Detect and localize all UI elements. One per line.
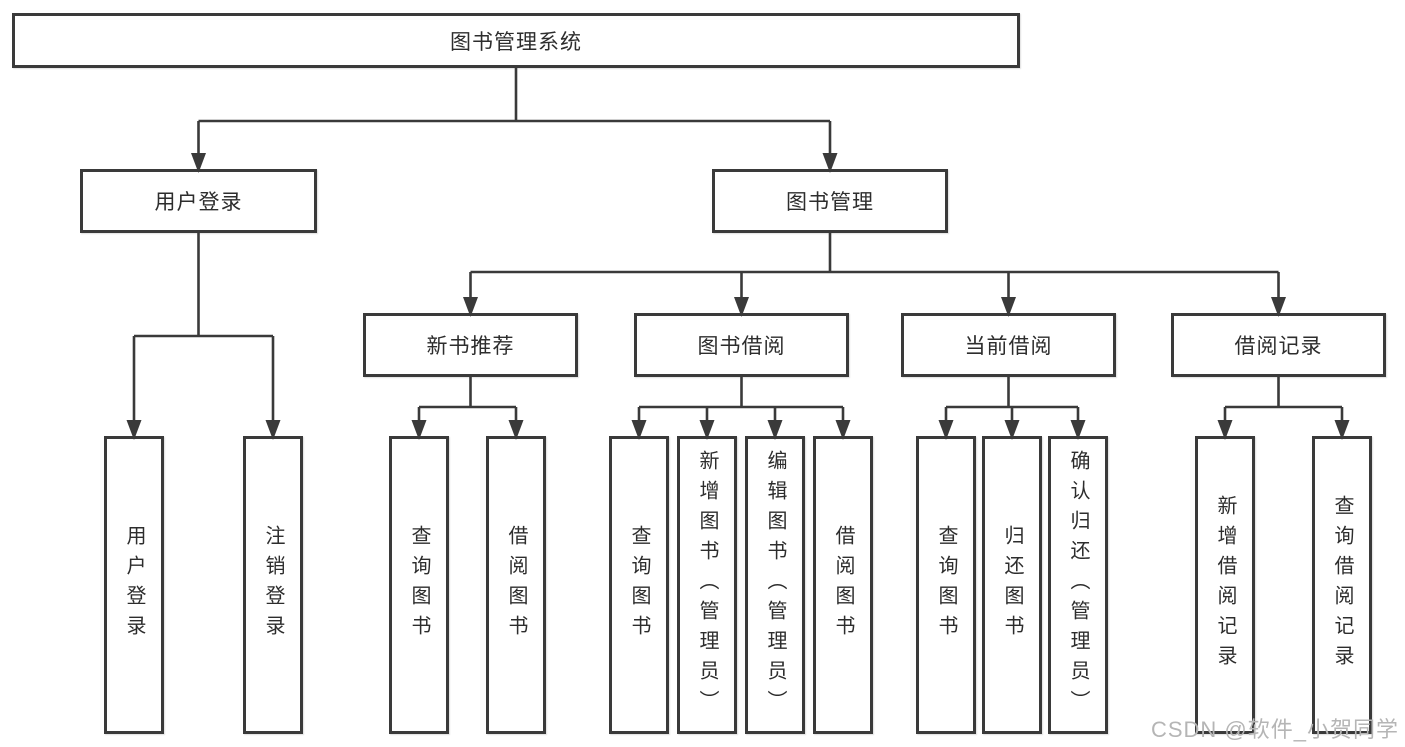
borrow-books-action-label: 借阅图书 [832,525,854,645]
borrowing-records-node: 借阅记录 [1171,313,1386,377]
connector-group-book-management [463,233,1286,317]
return-book-label: 归还图书 [1001,525,1023,645]
add-book-admin-label: 新增图书（管理员） [696,450,718,720]
current-borrowing-node: 当前借阅 [901,313,1116,377]
add-borrow-record-label: 新增借阅记录 [1214,495,1236,675]
new-book-recommendation-node: 新书推荐 [363,313,578,377]
book-borrowing-node: 图书借阅 [634,313,849,377]
borrow-books-rec-node: 借阅图书 [486,436,546,734]
query-borrow-record-label: 查询借阅记录 [1331,495,1353,675]
user-login-label: 用户登录 [154,191,243,214]
library-management-system-label: 图书管理系统 [450,30,582,54]
query-books-rec-node: 查询图书 [389,436,449,734]
user-login-action-node: 用户登录 [104,436,164,734]
add-borrow-record-node: 新增借阅记录 [1195,436,1255,734]
connector-group-library-management-system [191,68,838,173]
book-borrowing-label: 图书借阅 [697,335,786,358]
confirm-return-admin-label: 确认归还（管理员） [1067,450,1089,720]
borrowing-records-label: 借阅记录 [1234,335,1323,358]
query-books-borrow-label: 查询图书 [628,525,650,645]
connector-group-user-login [126,233,281,440]
connector-group-current-borrowing [938,377,1086,440]
new-book-recommendation-label: 新书推荐 [426,335,515,358]
book-management-node: 图书管理 [712,169,948,233]
user-login-node: 用户登录 [80,169,317,233]
connector-group-new-book-recommendation [411,377,524,440]
connector-group-book-borrowing [631,377,851,440]
query-books-rec-label: 查询图书 [408,525,430,645]
edit-book-admin-node: 编辑图书（管理员） [745,436,805,734]
library-management-system-node: 图书管理系统 [12,13,1020,68]
current-borrowing-label: 当前借阅 [964,335,1053,358]
add-book-admin-node: 新增图书（管理员） [677,436,737,734]
query-books-borrow-node: 查询图书 [609,436,669,734]
logout-action-node: 注销登录 [243,436,303,734]
query-books-current-label: 查询图书 [935,525,957,645]
borrow-books-action-node: 借阅图书 [813,436,873,734]
borrow-books-rec-label: 借阅图书 [505,525,527,645]
edit-book-admin-label: 编辑图书（管理员） [764,450,786,720]
book-management-label: 图书管理 [786,191,874,214]
logout-action-label: 注销登录 [262,525,284,645]
return-book-node: 归还图书 [982,436,1042,734]
confirm-return-admin-node: 确认归还（管理员） [1048,436,1108,734]
connector-group-borrowing-records [1217,377,1350,440]
user-login-action-label: 用户登录 [123,525,145,645]
csdn-watermark: CSDN @软件_小贺同学 [1150,717,1399,742]
query-borrow-record-node: 查询借阅记录 [1312,436,1372,734]
query-books-current-node: 查询图书 [916,436,976,734]
